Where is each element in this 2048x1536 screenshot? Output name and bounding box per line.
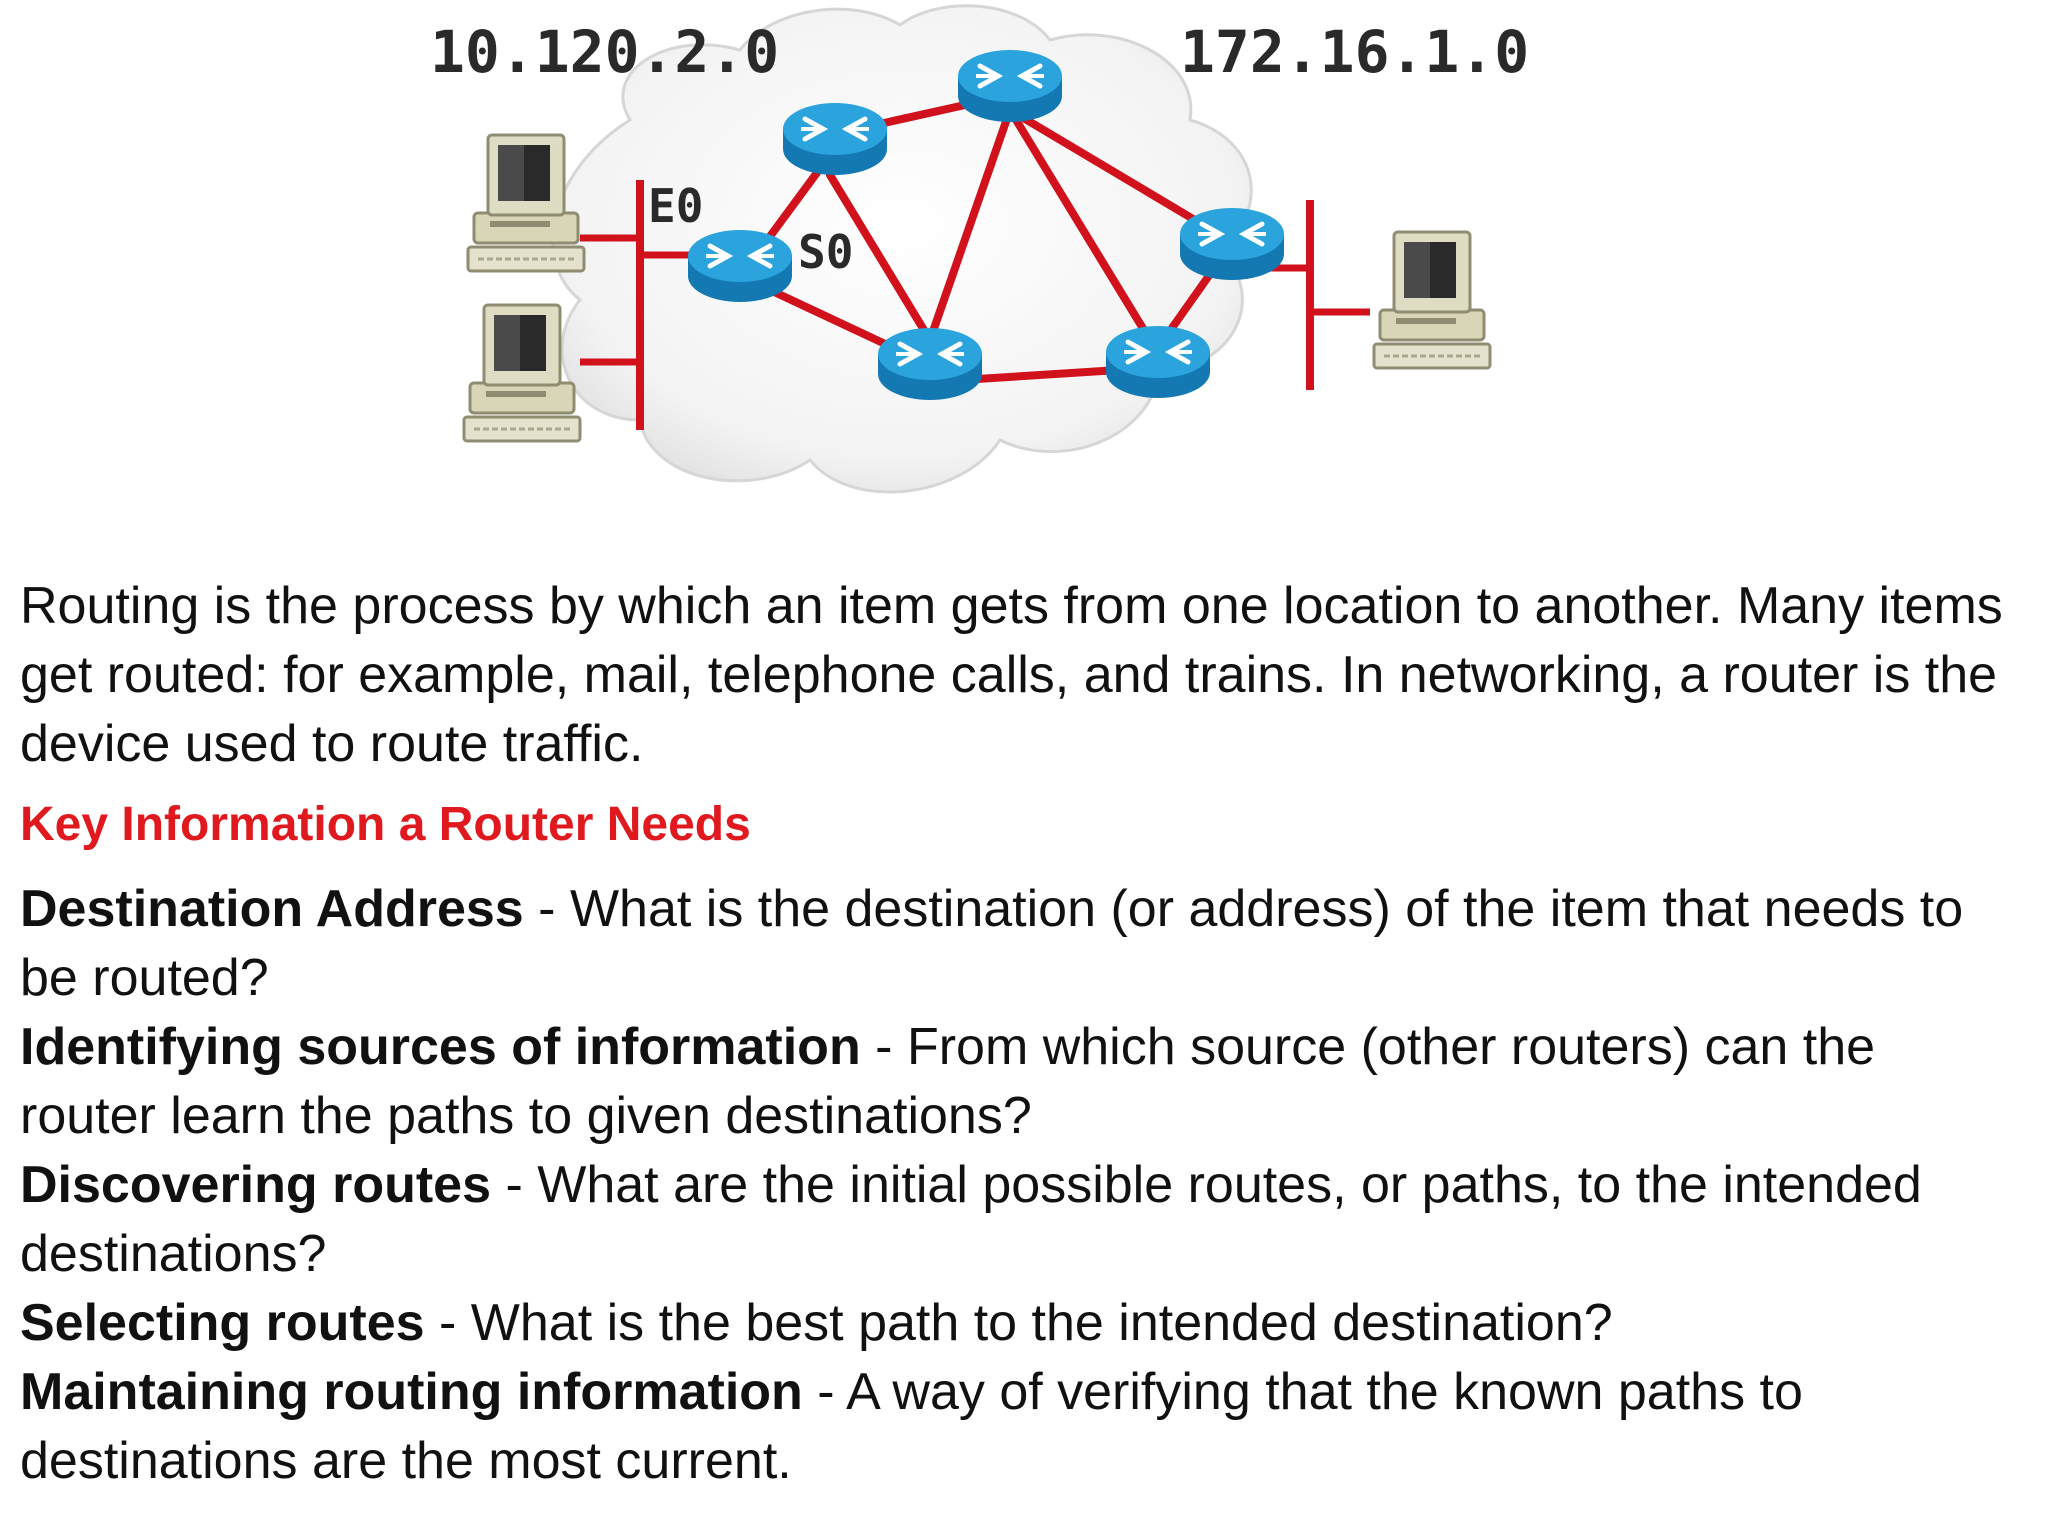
key-info-list: Destination Address - What is the destin…	[20, 875, 2020, 1496]
item-separator: -	[491, 1156, 538, 1214]
item-separator: -	[802, 1363, 847, 1421]
workstation-icon	[462, 303, 582, 443]
network-label-left: 10.120.2.0	[430, 18, 779, 86]
item-description: A way of verifying that the known paths …	[20, 1363, 1803, 1490]
item-separator: -	[424, 1294, 471, 1352]
interface-label-e0: E0	[648, 179, 703, 233]
list-item: Discovering routes - What are the initia…	[20, 1151, 2020, 1289]
item-separator: -	[860, 1018, 907, 1076]
intro-paragraph: Routing is the process by which an item …	[20, 577, 2003, 773]
content: Routing is the process by which an item …	[20, 572, 2020, 1496]
router-icon	[1106, 326, 1210, 398]
item-description: What is the destination (or address) of …	[20, 880, 1964, 1007]
list-item: Maintaining routing information - A way …	[20, 1358, 2020, 1496]
item-description: What is the best path to the intended de…	[470, 1294, 1613, 1352]
item-term: Maintaining routing information	[20, 1363, 803, 1421]
item-description: What are the initial possible routes, or…	[20, 1156, 1922, 1283]
workstation-icon	[1372, 230, 1492, 370]
item-description: From which source (other routers) can th…	[20, 1018, 1876, 1145]
item-separator: -	[523, 880, 570, 938]
item-term: Discovering routes	[20, 1156, 492, 1214]
section-heading: Key Information a Router Needs	[20, 798, 751, 851]
network-diagram: 10.120.2.0 172.16.1.0 E0 S0	[420, 0, 1540, 560]
item-term: Destination Address	[20, 880, 524, 938]
network-label-right: 172.16.1.0	[1180, 18, 1529, 86]
router-icon	[1180, 208, 1284, 280]
list-item: Identifying sources of information - Fro…	[20, 1013, 2020, 1151]
item-term: Selecting routes	[20, 1294, 425, 1352]
router-icon	[958, 50, 1062, 122]
list-item: Destination Address - What is the destin…	[20, 875, 2020, 1013]
list-item: Selecting routes - What is the best path…	[20, 1289, 2020, 1358]
interface-label-s0: S0	[798, 225, 853, 279]
item-term: Identifying sources of information	[20, 1018, 861, 1076]
router-icon	[878, 328, 982, 400]
router-icon	[783, 103, 887, 175]
router-icon	[688, 230, 792, 302]
